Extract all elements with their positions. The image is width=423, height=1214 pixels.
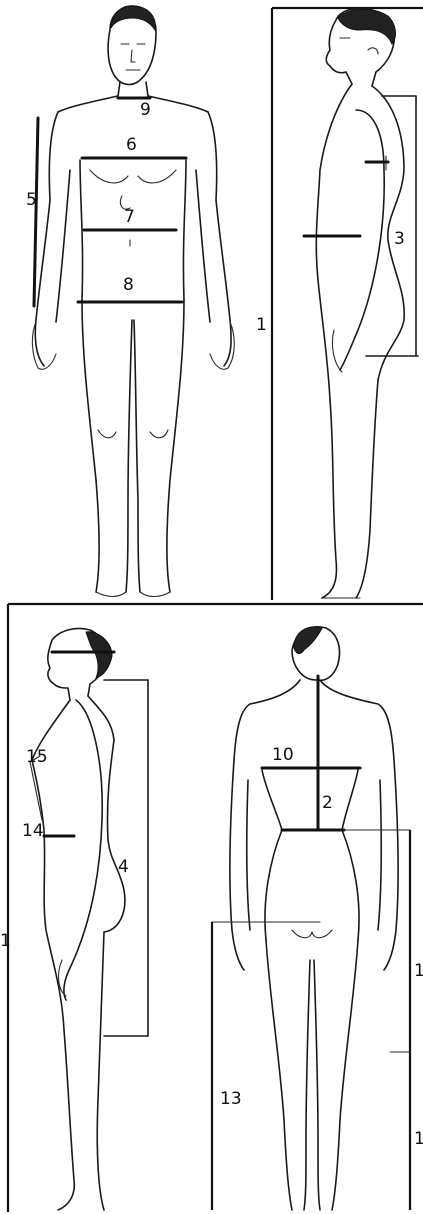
male-front-figure <box>32 6 234 597</box>
label-1-right-top: 1 <box>414 961 423 981</box>
label-6: 6 <box>126 135 137 155</box>
label-5: 5 <box>26 190 37 210</box>
label-4: 4 <box>118 857 129 877</box>
female-back-figure <box>212 627 410 1210</box>
label-1-right-bottom: 1 <box>414 1129 423 1149</box>
label-1-height: 1 <box>256 315 267 335</box>
label-14: 14 <box>22 821 44 841</box>
label-13: 13 <box>220 1089 242 1109</box>
label-15: 15 <box>26 747 48 767</box>
label-3: 3 <box>394 229 405 249</box>
label-7: 7 <box>124 207 135 227</box>
female-side-figure <box>8 604 148 1212</box>
label-10: 10 <box>272 745 294 765</box>
male-side-figure <box>272 8 423 600</box>
label-1-left: 1 <box>0 931 11 951</box>
male-arm-line <box>34 118 38 306</box>
label-2: 2 <box>322 793 333 813</box>
label-9: 9 <box>140 100 151 120</box>
label-8: 8 <box>123 275 134 295</box>
